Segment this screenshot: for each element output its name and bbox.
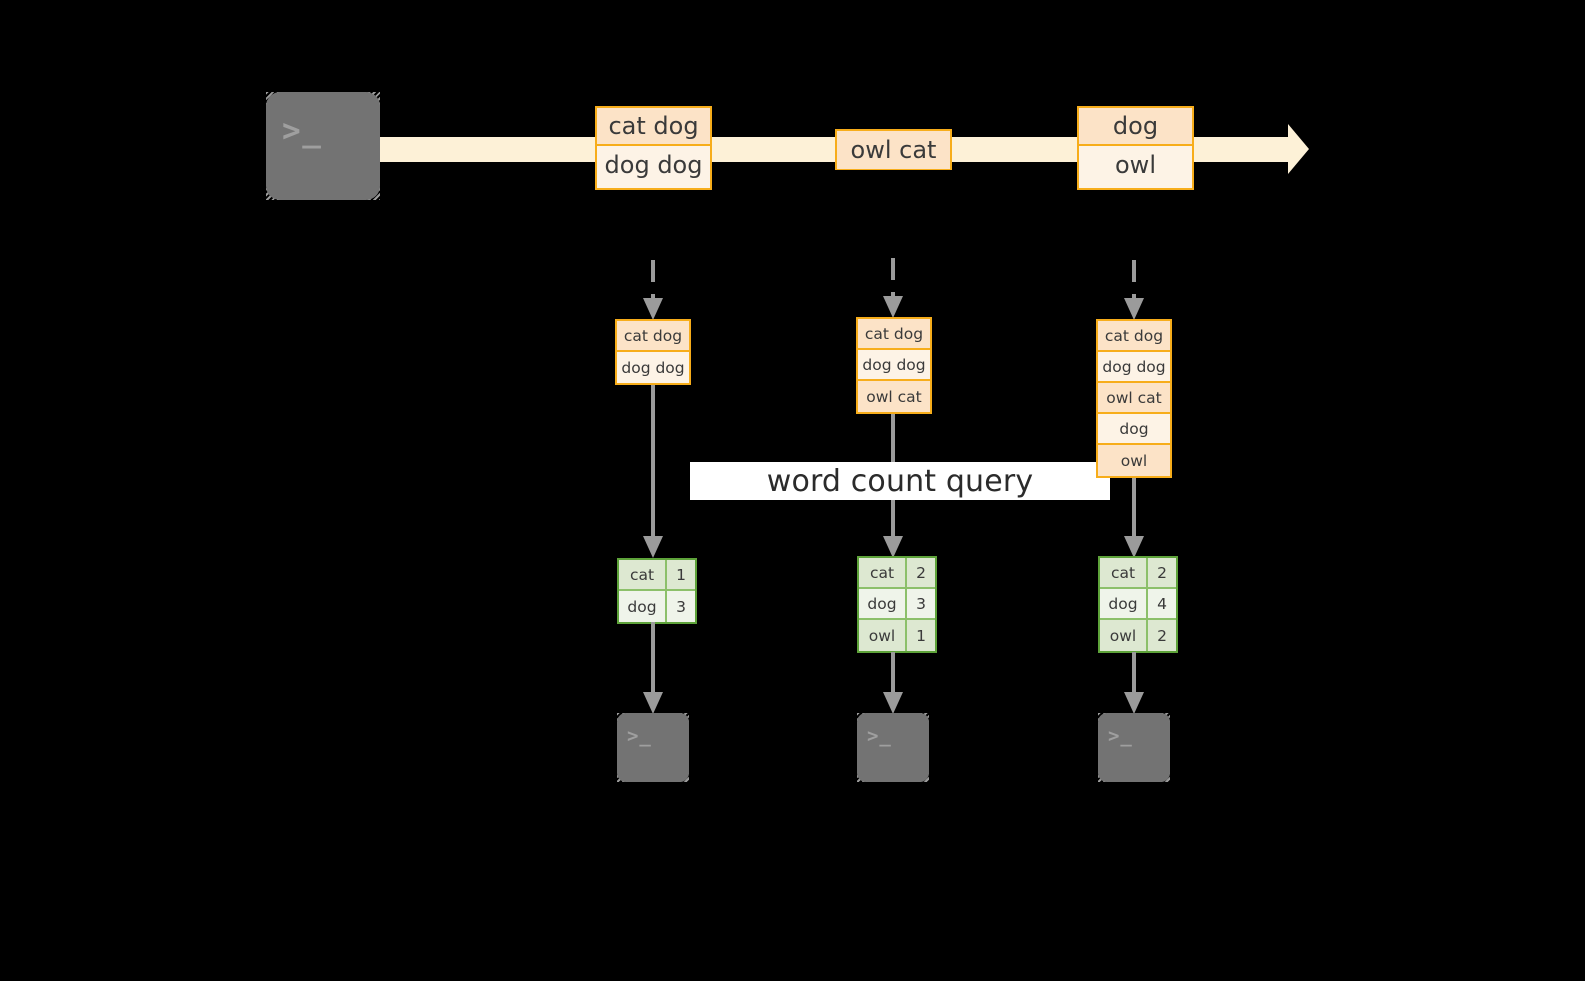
stream-record-batch-1: cat dog dog dog (595, 106, 712, 190)
accumulated-row: dog (1098, 414, 1170, 445)
word-count-table-stage-1: cat 1 dog 3 (617, 558, 697, 624)
word-cell: dog (1100, 589, 1148, 618)
accumulated-table-stage-2: cat dog dog dog owl cat (856, 317, 932, 414)
count-cell: 3 (667, 591, 695, 622)
output-terminal-icon-stage-2: >_ (857, 713, 929, 782)
prompt-glyph: >_ (282, 113, 323, 149)
stream-source-terminal-icon: >_ (266, 92, 380, 200)
stream-record-batch-3: dog owl (1077, 106, 1194, 190)
connector-accumulated-to-counts-1 (638, 380, 668, 560)
accumulated-row: dog dog (617, 352, 689, 383)
terminal-body: >_ (266, 92, 380, 200)
terminal-body: >_ (617, 713, 689, 782)
stream-record-batch-2: owl cat (835, 129, 952, 170)
accumulated-row: cat dog (858, 319, 930, 350)
accumulated-row: owl cat (858, 381, 930, 412)
output-terminal-icon-stage-3: >_ (1098, 713, 1170, 782)
word-cell: cat (859, 558, 907, 587)
word-cell: cat (1100, 558, 1148, 587)
stream-record-line: dog (1079, 108, 1192, 146)
accumulated-table-stage-1: cat dog dog dog (615, 319, 691, 385)
dashed-connector-stage-2 (878, 256, 908, 320)
prompt-glyph: >_ (867, 725, 892, 747)
table-row: dog 3 (859, 589, 935, 620)
stream-record-line: cat dog (597, 108, 710, 146)
table-row: owl 1 (859, 620, 935, 651)
table-row: dog 4 (1100, 589, 1176, 620)
dashed-connector-stage-1 (638, 258, 668, 322)
word-cell: cat (619, 560, 667, 589)
accumulated-row: cat dog (617, 321, 689, 352)
terminal-body: >_ (1098, 713, 1170, 782)
word-cell: dog (859, 589, 907, 618)
accumulated-table-stage-3: cat dog dog dog owl cat dog owl (1096, 319, 1172, 478)
table-row: cat 1 (619, 560, 695, 591)
count-cell: 4 (1148, 589, 1176, 618)
connector-counts-to-output-3 (1119, 652, 1149, 716)
table-row: cat 2 (859, 558, 935, 589)
word-count-table-stage-2: cat 2 dog 3 owl 1 (857, 556, 937, 653)
stream-record-line: owl (1079, 146, 1192, 184)
prompt-glyph: >_ (1108, 725, 1133, 747)
count-cell: 1 (667, 560, 695, 589)
accumulated-row: cat dog (1098, 321, 1170, 352)
output-terminal-icon-stage-1: >_ (617, 713, 689, 782)
accumulated-row: owl cat (1098, 383, 1170, 414)
count-cell: 1 (907, 620, 935, 651)
word-cell: owl (1100, 620, 1148, 651)
prompt-glyph: >_ (627, 725, 652, 747)
count-cell: 3 (907, 589, 935, 618)
table-row: dog 3 (619, 591, 695, 622)
connector-accumulated-to-counts-3 (1119, 472, 1149, 560)
connector-counts-to-output-1 (638, 622, 668, 716)
table-row: cat 2 (1100, 558, 1176, 589)
terminal-body: >_ (857, 713, 929, 782)
table-row: owl 2 (1100, 620, 1176, 651)
stream-record-line: owl cat (837, 131, 950, 169)
count-cell: 2 (1148, 558, 1176, 587)
accumulated-row: dog dog (858, 350, 930, 381)
word-cell: owl (859, 620, 907, 651)
accumulated-row: owl (1098, 445, 1170, 476)
stream-arrowhead (1288, 124, 1309, 174)
connector-counts-to-output-2 (878, 652, 908, 716)
count-cell: 2 (1148, 620, 1176, 651)
count-cell: 2 (907, 558, 935, 587)
word-cell: dog (619, 591, 667, 622)
word-count-query-banner: word count query (690, 462, 1110, 500)
word-count-table-stage-3: cat 2 dog 4 owl 2 (1098, 556, 1178, 653)
accumulated-row: dog dog (1098, 352, 1170, 383)
dashed-connector-stage-3 (1119, 258, 1149, 322)
stream-record-line: dog dog (597, 146, 710, 184)
